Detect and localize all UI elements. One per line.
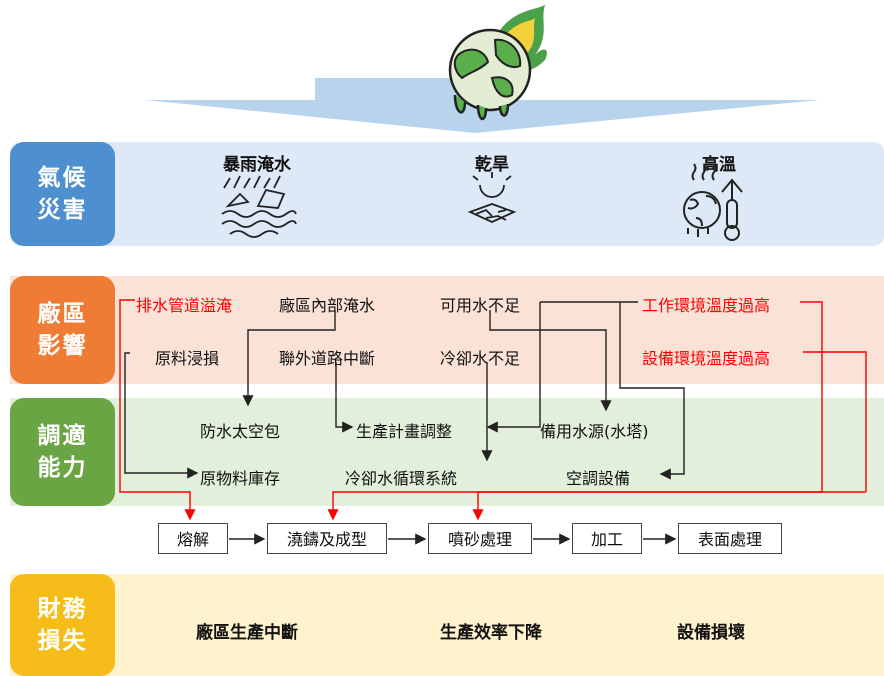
loss-equipment: 設備損壞 [677,623,745,643]
category-climate: 氣候 災害 [10,142,115,246]
hazard-flood: 暴雨淹水 [223,155,291,175]
loss-efficiency: 生產效率下降 [440,623,542,643]
adapt-inventory: 原物料庫存 [200,469,281,488]
adapt-schedule: 生產計畫調整 [356,422,453,441]
hazard-heat: 高溫 [702,155,736,175]
process-step-surface: 表面處理 [678,523,782,554]
process-step-machining: 加工 [572,523,642,554]
impact-internal-flood: 廠區內部淹水 [279,296,376,315]
impact-coolant-shortage: 冷卻水不足 [440,349,521,368]
adapt-backup-water: 備用水源(水塔) [540,422,649,441]
impact-raw-damage: 原料浸損 [155,349,220,368]
process-step-casting: 澆鑄及成型 [267,523,387,554]
process-step-melting: 熔解 [158,523,228,554]
impact-road-blocked: 聯外道路中斷 [279,349,376,368]
category-finance: 財務 損失 [10,574,115,676]
impact-water-shortage: 可用水不足 [440,296,521,315]
loss-halt: 廠區生產中斷 [196,623,298,643]
impact-work-temp: 工作環境溫度過高 [642,296,771,315]
impact-equip-temp: 設備環境溫度過高 [642,349,771,368]
finance-band [10,574,884,676]
hazard-drought: 乾旱 [475,155,509,175]
adapt-band [10,398,884,506]
category-factory: 廠區 影響 [10,276,115,384]
adapt-coolant-recycle: 冷卻水循環系統 [345,469,458,488]
category-adapt: 調適 能力 [10,398,115,506]
adapt-sandbags: 防水太空包 [200,422,281,441]
impact-drain-overflow: 排水管道溢淹 [136,296,233,315]
adapt-aircon: 空調設備 [566,469,631,488]
factory-band [10,276,884,384]
process-step-sandblast: 噴砂處理 [428,523,532,554]
